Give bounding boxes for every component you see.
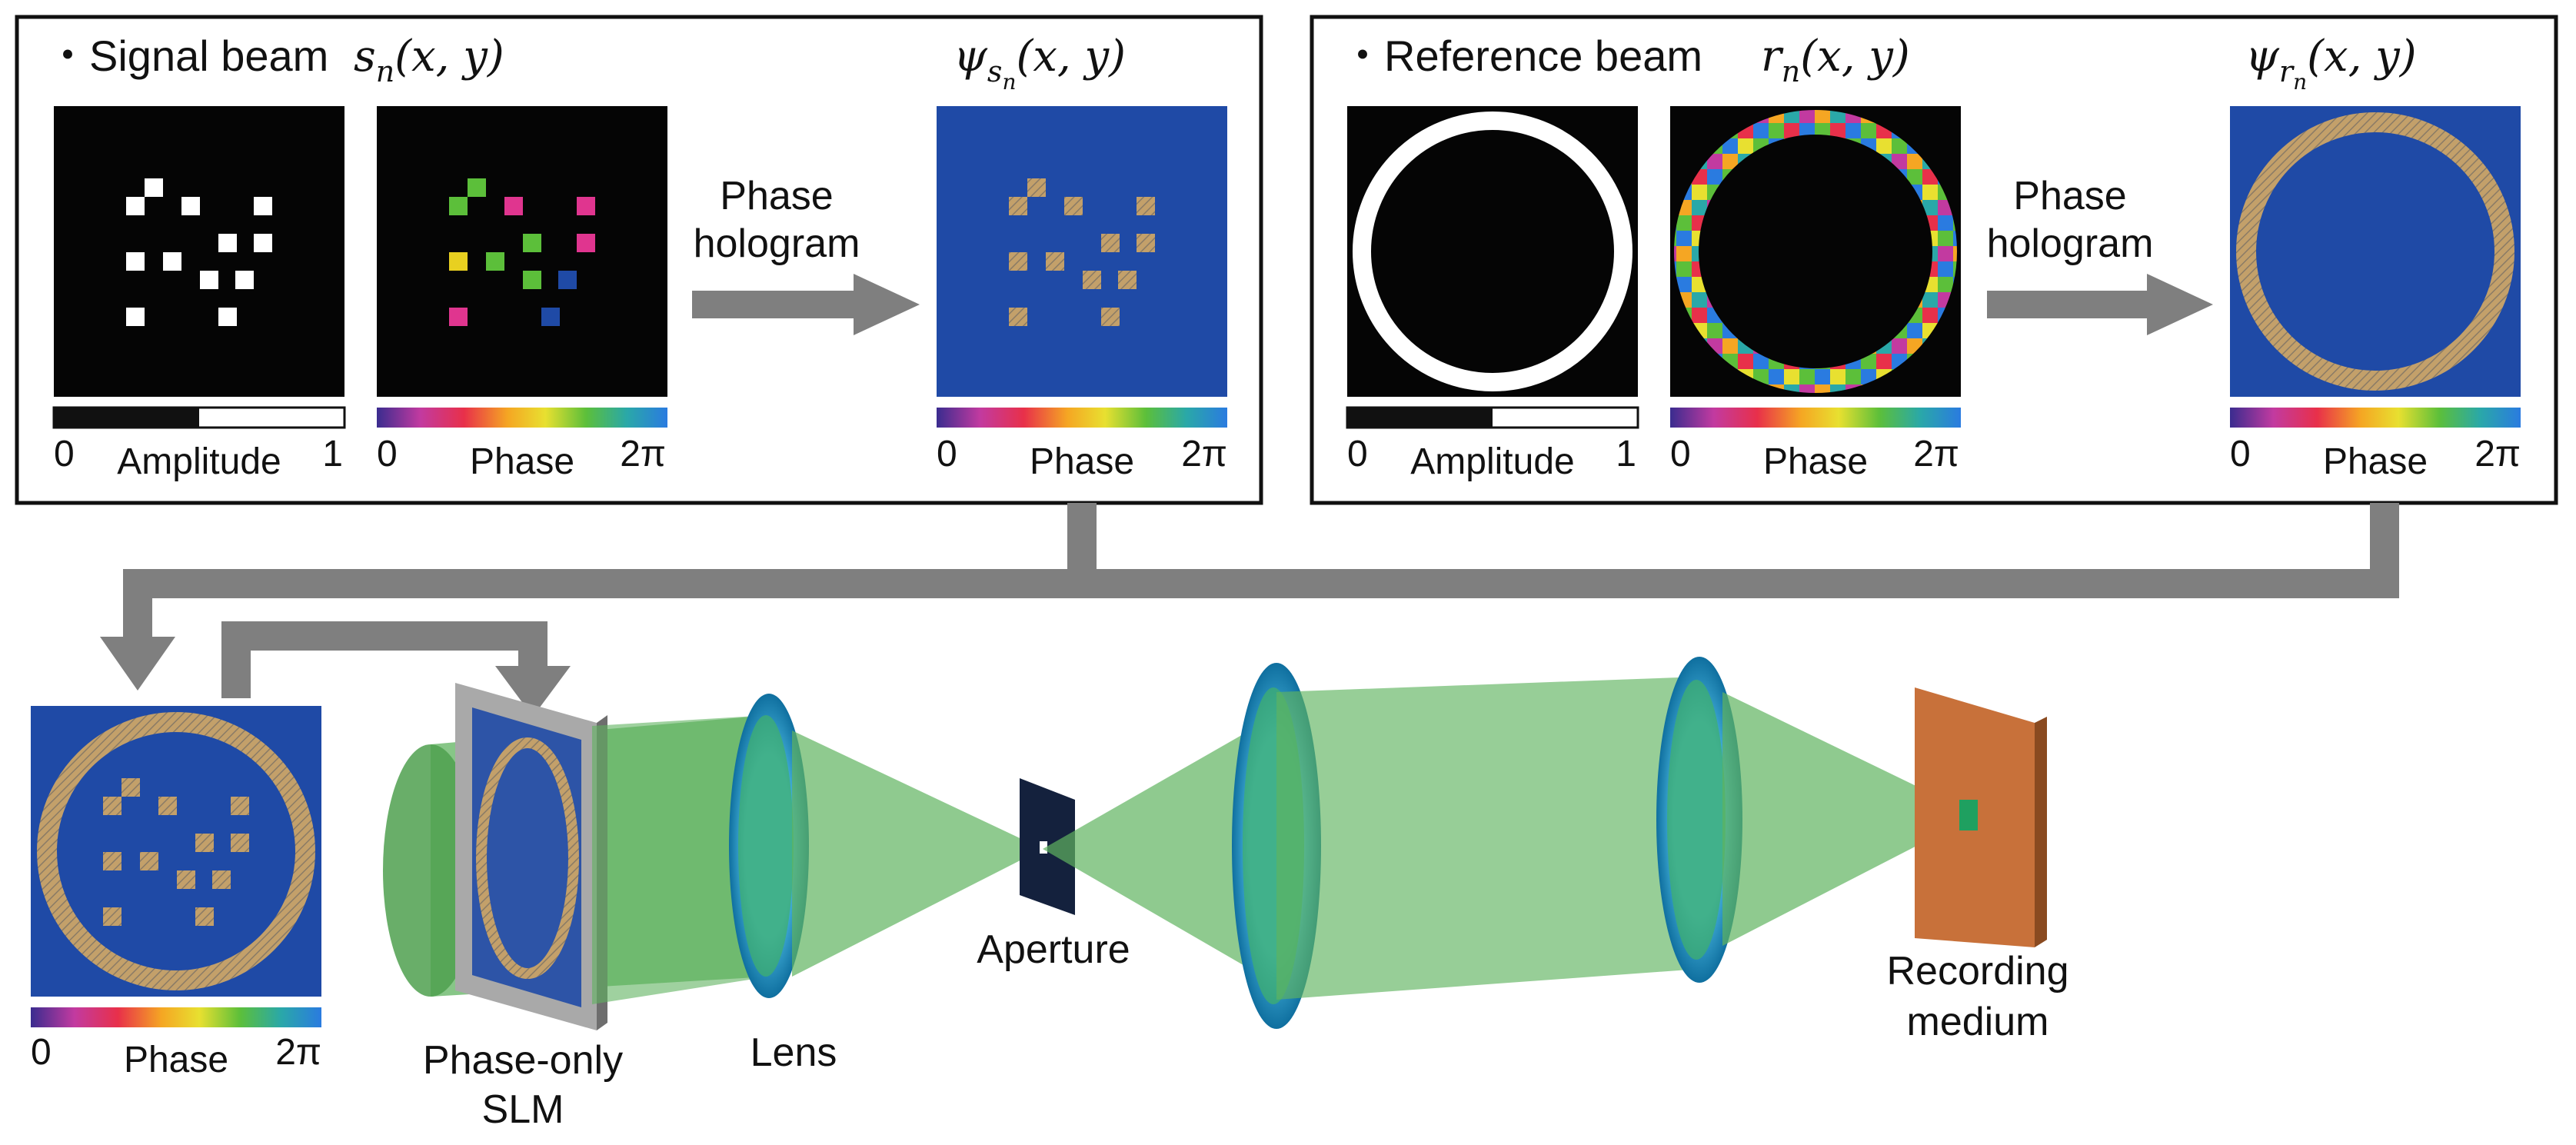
aperture-label: Aperture (977, 927, 1130, 972)
ref-out-colorbar (2230, 408, 2521, 428)
slm-arrow-head (495, 666, 571, 717)
combined-down-connector (123, 569, 152, 638)
signal-arrow-line1: Phase (720, 174, 833, 218)
signal-heading: ・Signal beam (46, 32, 328, 80)
ref-amp-label: Amplitude (1410, 441, 1574, 482)
recording-spot (1959, 800, 1978, 830)
combined-phase-min: 0 (31, 1032, 52, 1073)
medium-label-line1: Recording (1886, 949, 2068, 994)
phase-max: 2π (620, 434, 666, 474)
beam-after-slm (592, 715, 769, 1004)
reference-psi-symbol: ψrn(x, y) (2245, 32, 2417, 95)
signal-hologram-pixels (1009, 178, 1155, 326)
signal-phase-image (377, 106, 667, 397)
ref-hologram-arrow (1987, 274, 2213, 335)
ref-phase-max: 2π (1913, 434, 1959, 474)
collimated-beam (1276, 677, 1699, 1000)
amp-max: 1 (322, 434, 343, 474)
medium-label-line2: medium (1907, 1000, 2049, 1044)
combined-hologram: 0 Phase 2π (31, 706, 321, 1080)
out-phase-min: 0 (937, 434, 957, 474)
signal-psi-symbol: ψsn(x, y) (954, 32, 1126, 95)
reference-symbol: rn(x, y) (1761, 32, 1910, 88)
optical-system (383, 657, 2047, 1030)
ref-amp-min: 0 (1347, 434, 1368, 474)
connector-lines (100, 503, 2399, 717)
slm-display (472, 707, 581, 1007)
ref-out-phase-label: Phase (2323, 441, 2428, 482)
phase-only-slm (455, 683, 607, 1030)
combined-hologram-ring (37, 712, 315, 990)
recording-medium-side (2035, 717, 2047, 947)
horizontal-connector (123, 569, 2399, 598)
combined-phase-max: 2π (275, 1032, 321, 1073)
ref-out-phase-min: 0 (2230, 434, 2251, 474)
slm-display-ring (476, 737, 579, 979)
amp-label: Amplitude (117, 441, 281, 482)
combined-arrow-head (100, 637, 175, 691)
reference-phase-ring (1674, 110, 1957, 393)
signal-beam-panel: ・Signal beam sn(x, y) ψsn(x, y) 0 Amplit… (15, 15, 1263, 505)
ref-out-phase-max: 2π (2474, 434, 2521, 474)
signal-down-connector (1067, 503, 1097, 572)
reference-hologram-image (2230, 106, 2521, 397)
phase-label: Phase (470, 441, 574, 482)
signal-out-colorbar (937, 408, 1227, 428)
reference-heading: ・Reference beam (1341, 32, 1702, 80)
out-phase-label: Phase (1030, 441, 1134, 482)
combined-phase-label: Phase (124, 1040, 228, 1080)
final-cone (1722, 692, 1976, 946)
combined-hologram-image (31, 706, 321, 997)
reference-hologram-ring (2236, 112, 2514, 391)
out-phase-max: 2π (1181, 434, 1227, 474)
ref-arrow-line1: Phase (2013, 174, 2126, 218)
signal-arrow-line2: hologram (694, 221, 860, 266)
slm-down-connector (518, 621, 547, 667)
reference-amplitude-ring (1353, 112, 1632, 391)
ref-phase-min: 0 (1670, 434, 1691, 474)
phase-min: 0 (377, 434, 398, 474)
reference-beam-panel: ・Reference beam rn(x, y) ψrn(x, y) 0 Amp… (1310, 15, 2558, 505)
lens-1-inner (738, 715, 794, 977)
beam-end-cap (383, 744, 478, 997)
signal-amplitude-pixels (126, 178, 272, 326)
ref-amp-max: 1 (1616, 434, 1636, 474)
phase-colorbar (377, 408, 667, 428)
signal-phase-pixels (449, 178, 595, 326)
reference-phase-image (1670, 106, 1961, 397)
combined-colorbar (31, 1007, 321, 1027)
reference-amplitude-image (1347, 106, 1638, 397)
combined-hologram-pixels (103, 778, 249, 926)
amplitude-colorbar-dark (54, 408, 199, 428)
signal-amplitude-image (54, 106, 344, 397)
ref-phase-colorbar (1670, 408, 1961, 428)
aperture-hole (1040, 841, 1047, 854)
amp-min: 0 (54, 434, 75, 474)
lens-label: Lens (751, 1030, 837, 1075)
lens-3-inner (1667, 680, 1726, 960)
signal-hologram-arrow (692, 274, 920, 335)
ref-amplitude-colorbar-dark (1347, 408, 1493, 428)
slm-horizontal-connector (221, 621, 547, 651)
diverging-cone (1043, 715, 1276, 984)
signal-hologram-image (937, 106, 1227, 397)
ref-phase-label: Phase (1763, 441, 1868, 482)
focusing-cone (792, 731, 1043, 977)
slm-label-line1: Phase-only (423, 1038, 623, 1083)
signal-symbol: sn(x, y) (354, 32, 504, 88)
slm-label-line2: SLM (482, 1087, 564, 1132)
ref-arrow-line2: hologram (1987, 221, 2154, 266)
